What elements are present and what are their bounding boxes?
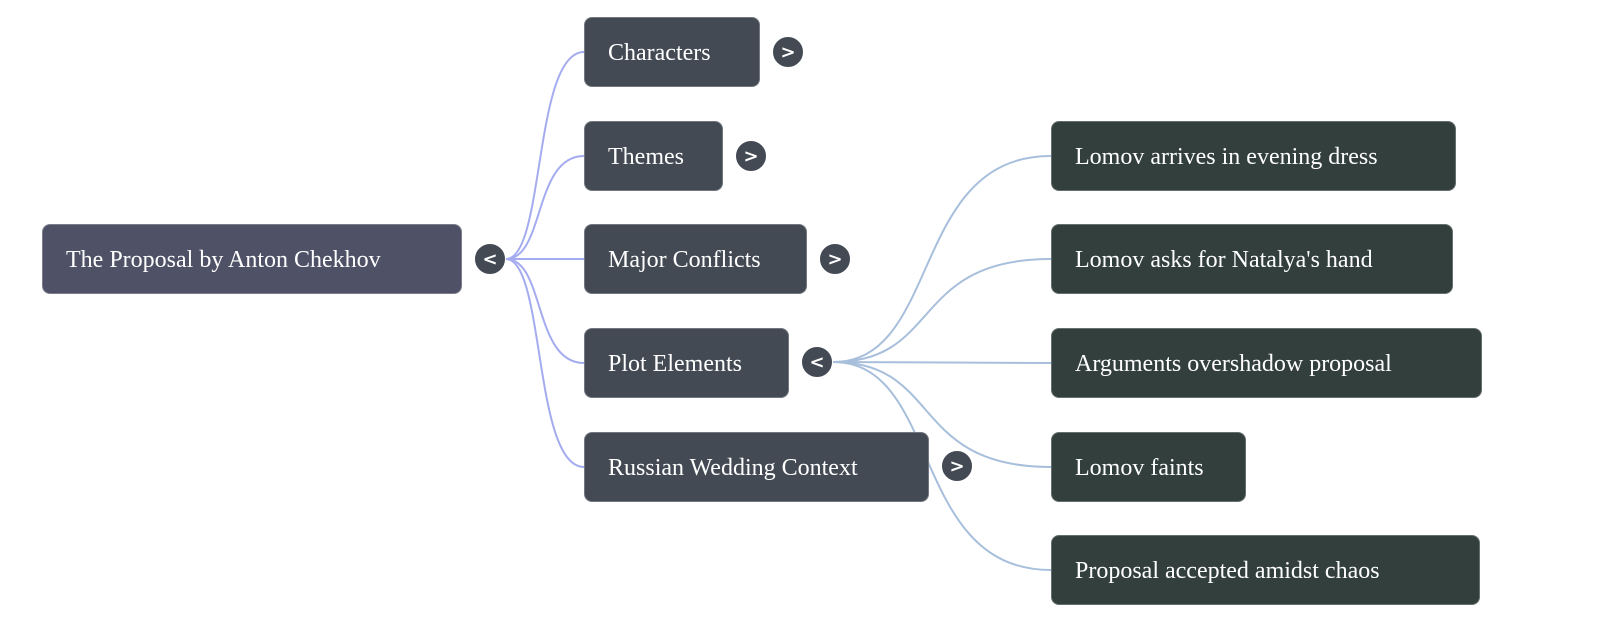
plot-leaf-connector (832, 361, 1052, 571)
branch-plot-elements[interactable]: Plot Elements (584, 328, 789, 398)
collapse-plot-elements-toggle[interactable]: < (801, 346, 833, 378)
plot-leaf-connector (832, 361, 1052, 468)
root-branch-connector (505, 51, 585, 260)
branch-major-conflicts[interactable]: Major Conflicts (584, 224, 807, 294)
branch-russian-wedding-context[interactable]: Russian Wedding Context (584, 432, 929, 502)
plot-leaf-node[interactable]: Lomov asks for Natalya's hand (1051, 224, 1453, 294)
plot-leaf-connector (832, 361, 1052, 364)
branch-themes[interactable]: Themes (584, 121, 723, 191)
root-branch-connector (505, 258, 585, 468)
expand-major-conflicts-toggle[interactable]: > (819, 243, 851, 275)
root-branch-connector (505, 155, 585, 260)
expand-themes-toggle[interactable]: > (735, 140, 767, 172)
collapse-root-toggle[interactable]: < (474, 243, 506, 275)
plot-leaf-node[interactable]: Lomov faints (1051, 432, 1246, 502)
root-branch-connector (505, 258, 585, 364)
root-node[interactable]: The Proposal by Anton Chekhov (42, 224, 462, 294)
plot-leaf-connector (832, 258, 1052, 363)
plot-leaf-connector (832, 155, 1052, 363)
expand-russian-wedding-context-toggle[interactable]: > (941, 450, 973, 482)
plot-leaf-node[interactable]: Proposal accepted amidst chaos (1051, 535, 1480, 605)
plot-leaf-node[interactable]: Lomov arrives in evening dress (1051, 121, 1456, 191)
expand-characters-toggle[interactable]: > (772, 36, 804, 68)
plot-leaf-node[interactable]: Arguments overshadow proposal (1051, 328, 1482, 398)
branch-characters[interactable]: Characters (584, 17, 760, 87)
